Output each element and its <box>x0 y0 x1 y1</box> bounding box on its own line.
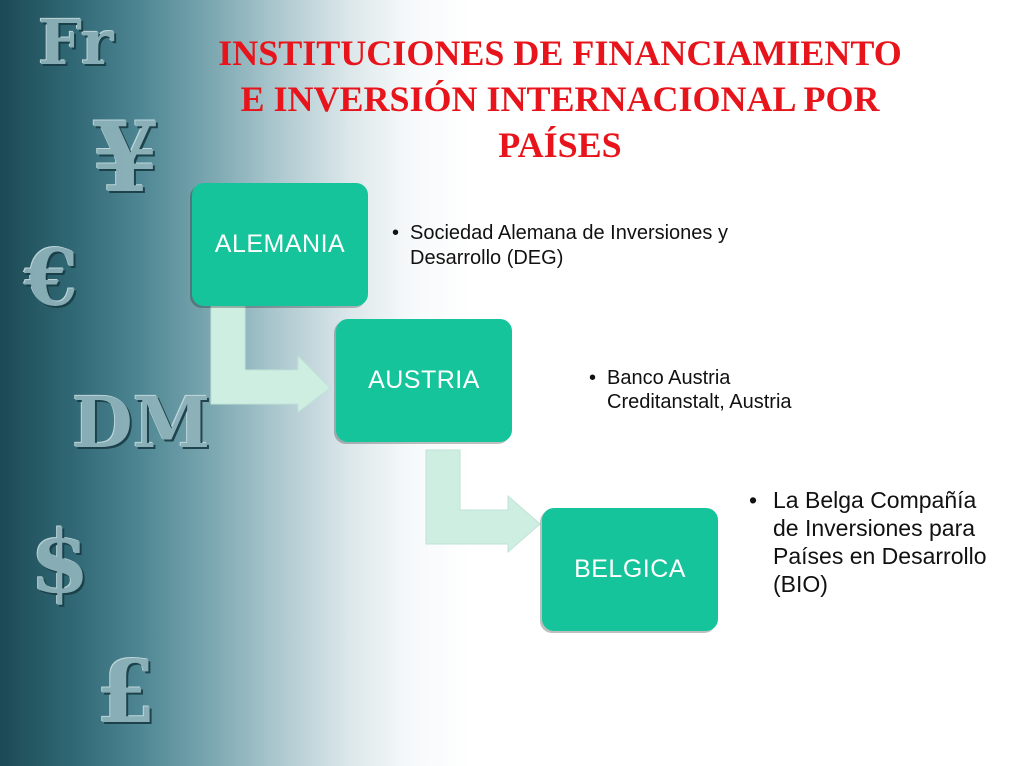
institution-list-belgica: La Belga Compañía de Inversiones para Pa… <box>749 486 989 598</box>
pound-symbol-icon: £ <box>96 642 156 743</box>
institution-austria: Banco Austria Creditanstalt, Austria <box>589 366 849 414</box>
euro-symbol-icon: € <box>24 233 79 324</box>
title-line-1: INSTITUCIONES DE FINANCIAMIENTO <box>218 33 902 73</box>
franc-symbol-icon: Fr <box>38 6 114 79</box>
slide-title: INSTITUCIONES DE FINANCIAMIENTO E INVERS… <box>160 30 960 168</box>
title-line-2: E INVERSIÓN INTERNACIONAL POR <box>240 79 880 119</box>
dollar-symbol-icon: $ <box>30 512 90 613</box>
country-box-alemania: ALEMANIA <box>192 183 368 306</box>
country-label-alemania: ALEMANIA <box>214 230 346 258</box>
institution-list-alemania: Sociedad Alemana de Inversiones y Desarr… <box>392 221 772 271</box>
institution-list-austria: Banco Austria Creditanstalt, Austria <box>589 366 849 414</box>
yen-symbol-icon: ¥ <box>92 101 159 214</box>
institution-alemania: Sociedad Alemana de Inversiones y Desarr… <box>392 221 772 271</box>
country-box-austria: AUSTRIA <box>336 319 512 442</box>
institution-belgica: La Belga Compañía de Inversiones para Pa… <box>749 486 989 598</box>
deutsche-mark-symbol-icon: DM <box>72 381 211 464</box>
title-line-3: PAÍSES <box>498 125 622 165</box>
country-label-austria: AUSTRIA <box>368 366 480 394</box>
country-label-belgica: BELGICA <box>574 555 686 583</box>
country-box-belgica: BELGICA <box>542 508 718 631</box>
